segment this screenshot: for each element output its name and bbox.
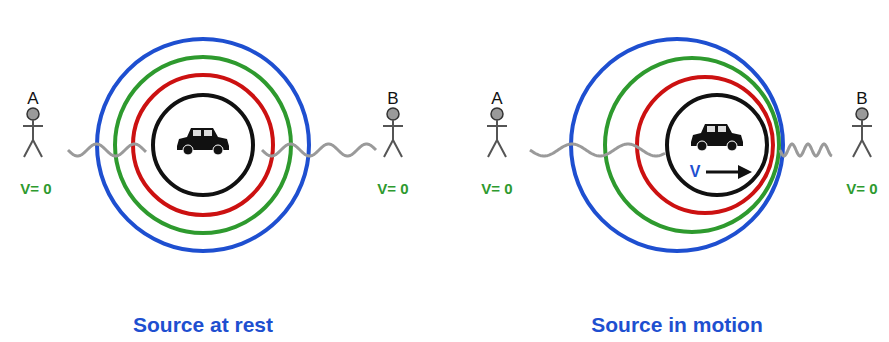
- observer-velocity: V= 0: [20, 181, 51, 196]
- observer-figure: [23, 108, 43, 157]
- observer-name: A: [491, 90, 502, 107]
- wavefront-circle: [571, 39, 783, 251]
- observer-velocity: V= 0: [377, 181, 408, 196]
- wavefront-circle: [637, 77, 773, 213]
- sound-wave: [780, 144, 832, 156]
- observer-figure: [487, 108, 507, 157]
- wavefront-circle: [133, 75, 273, 215]
- sound-wave: [530, 144, 665, 156]
- sound-wave: [68, 144, 146, 156]
- car-icon: [177, 128, 229, 155]
- velocity-arrow: [706, 171, 740, 174]
- wavefront-circle: [115, 57, 291, 233]
- observer-name: B: [856, 90, 867, 107]
- observer-name: A: [27, 90, 38, 107]
- panel-caption: Source in motion: [591, 314, 763, 335]
- car-icon: [691, 124, 743, 151]
- observer-velocity: V= 0: [481, 181, 512, 196]
- observer-figure: [383, 108, 403, 157]
- sound-wave: [262, 144, 376, 156]
- observer-velocity: V= 0: [846, 181, 877, 196]
- velocity-arrowhead: [738, 165, 752, 179]
- wavefront-circle: [667, 95, 767, 195]
- observer-figure: [852, 108, 872, 157]
- panel-caption: Source at rest: [133, 314, 273, 335]
- source-velocity: V: [690, 164, 701, 180]
- wavefront-circle: [153, 95, 253, 195]
- observer-name: B: [387, 90, 398, 107]
